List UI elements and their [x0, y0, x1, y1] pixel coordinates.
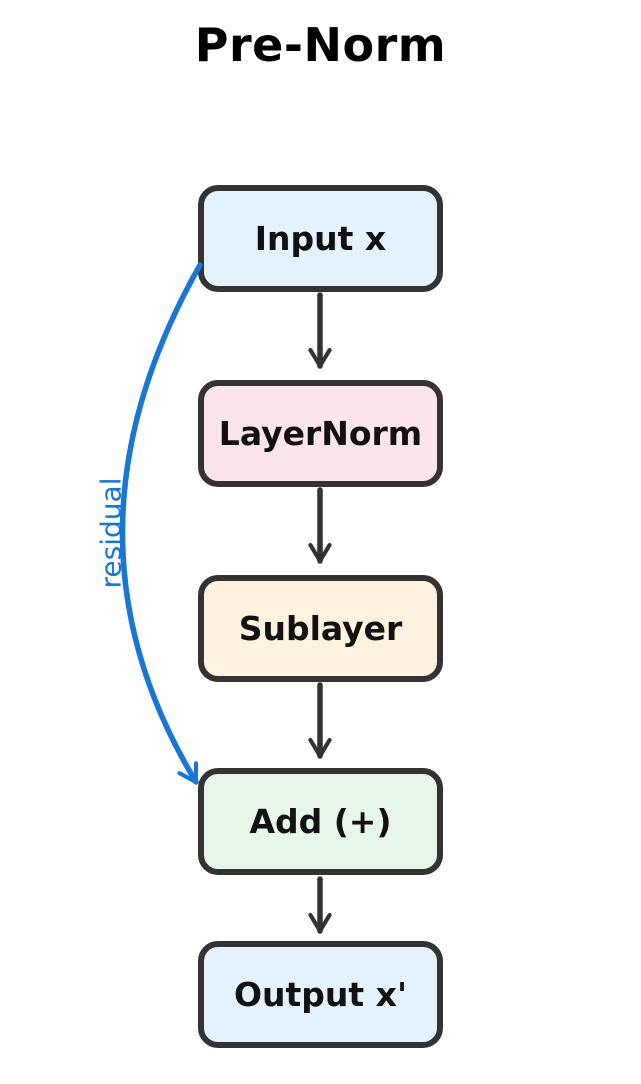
diagram-title: Pre-Norm — [194, 18, 447, 72]
node-output: Output x' — [198, 941, 443, 1048]
node-add-label: Add (+) — [249, 802, 392, 841]
node-layernorm: LayerNorm — [198, 380, 443, 487]
node-sublayer: Sublayer — [198, 575, 443, 682]
node-sublayer-label: Sublayer — [238, 609, 403, 648]
residual-edge-label: residual — [94, 477, 128, 589]
node-add: Add (+) — [198, 768, 443, 875]
arrow-residual-skip-connection — [119, 262, 203, 785]
node-input-label: Input x — [254, 219, 387, 258]
node-input: Input x — [198, 185, 443, 292]
node-layernorm-label: LayerNorm — [218, 414, 423, 453]
node-output-label: Output x' — [233, 975, 408, 1014]
